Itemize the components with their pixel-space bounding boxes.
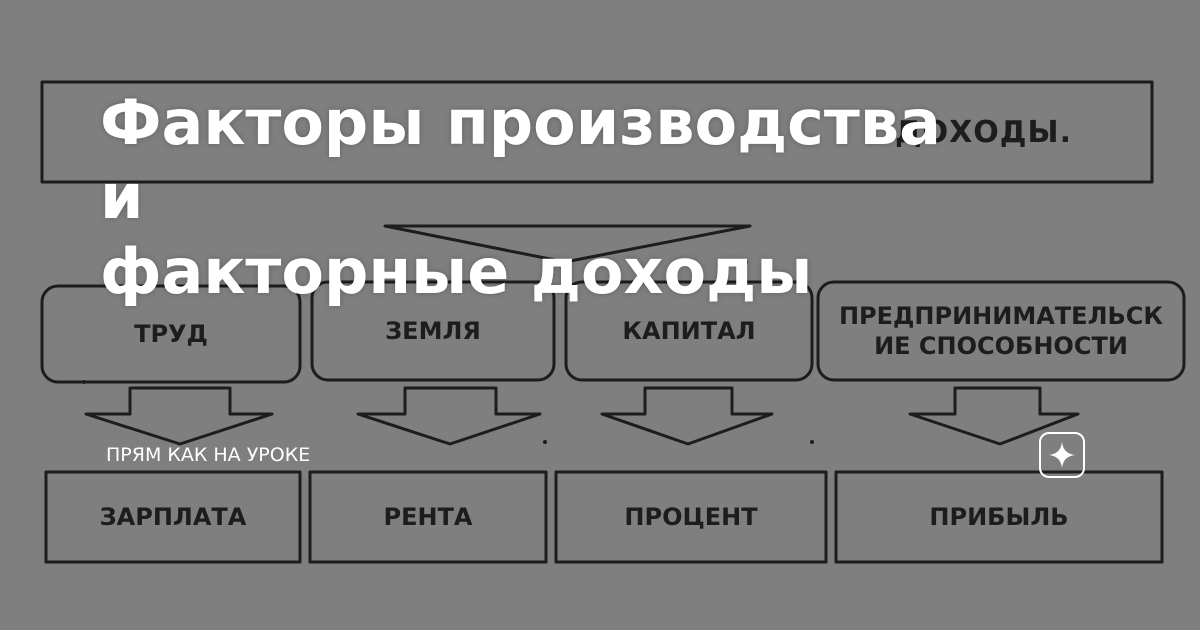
header-arrow: [383, 224, 752, 264]
income-label-text: РЕНТА: [383, 503, 473, 531]
arrow-entrepreneurship: [908, 386, 1080, 446]
income-label-interest: ПРОЦЕНТ: [556, 472, 826, 562]
scan-dot: [810, 440, 814, 444]
income-box-interest: [554, 470, 828, 564]
scan-dot: [308, 284, 312, 288]
factor-box-entrepreneurship: [816, 280, 1186, 382]
arrow-capital: [600, 386, 774, 446]
arrow-labor: [84, 386, 274, 446]
factor-box-labor: [40, 284, 302, 384]
factor-label-land: ЗЕМЛЯ: [312, 282, 554, 380]
factor-label-text: ПРЕДПРИНИМАТЕЛЬСК: [838, 302, 1164, 330]
sparkle-star-glyph: [1049, 442, 1075, 468]
factor-label-labor: ТРУД: [42, 286, 300, 382]
scan-dot: [82, 380, 86, 384]
income-label-text: ЗАРПЛАТА: [99, 503, 247, 531]
income-label-text: ПРОЦЕНТ: [624, 503, 758, 531]
factor-box-land: [310, 280, 556, 382]
factor-label-entrepreneurship: ПРЕДПРИНИМАТЕЛЬСК ИЕ СПОСОБНОСТИ: [818, 282, 1184, 380]
income-label-profit: ПРИБЫЛЬ: [836, 472, 1162, 562]
title-line: факторные доходы: [100, 234, 813, 308]
scan-dot: [543, 440, 547, 444]
sparkle-star-icon: [1039, 432, 1085, 478]
channel-name[interactable]: ПРЯМ КАК НА УРОКЕ: [106, 444, 311, 466]
header-box: [40, 80, 1154, 184]
factor-label-text: ИЕ СПОСОБНОСТИ: [874, 332, 1128, 360]
factor-label-text: ТРУД: [134, 320, 208, 348]
factor-label-capital: КАПИТАЛ: [566, 282, 812, 380]
title-line: Факторы производства и: [100, 86, 941, 234]
income-box-wage: [44, 470, 302, 564]
factor-label-text: КАПИТАЛ: [622, 317, 756, 345]
scan-dot: [744, 260, 748, 264]
arrow-land: [356, 386, 542, 446]
income-box-rent: [308, 470, 548, 564]
factor-label-text: ЗЕМЛЯ: [385, 317, 481, 345]
income-box-profit: [834, 470, 1164, 564]
header-text-fragment: ДОХОДЫ.: [894, 114, 1072, 150]
income-label-wage: ЗАРПЛАТА: [46, 472, 300, 562]
income-label-rent: РЕНТА: [310, 472, 546, 562]
factor-box-capital: [564, 280, 814, 382]
income-label-text: ПРИБЫЛЬ: [929, 503, 1069, 531]
page-title: Факторы производства и факторные доходы: [100, 86, 960, 309]
